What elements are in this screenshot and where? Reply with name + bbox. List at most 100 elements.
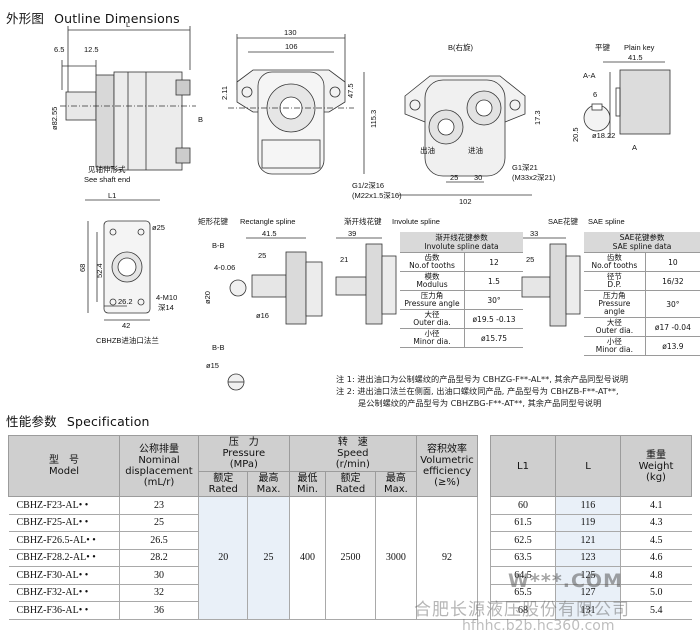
- dim-label: 130: [284, 28, 297, 37]
- dim-label: 106: [285, 42, 298, 51]
- dim-label: 2.11: [220, 86, 229, 100]
- watermark-url: hfhhc.b2b.hc360.com: [462, 618, 615, 634]
- involute-title-en: Involute spline: [392, 217, 440, 226]
- dim-label: 33: [530, 229, 538, 238]
- dim-label: ø16: [256, 311, 269, 320]
- flange-drawing: [85, 199, 160, 321]
- dim-label: (M22x1.5深16): [352, 191, 402, 200]
- note-line: 注 1: 进出油口为公制螺纹的产品型号为 CBHZG-F**-AL**, 其余产…: [336, 374, 629, 384]
- col-l1: L1: [490, 435, 556, 497]
- rect-spline-title-en: Rectangle spline: [240, 217, 295, 226]
- plain-key-drawing: [583, 61, 671, 138]
- watermark-domain: W***.COM: [508, 570, 623, 592]
- table-row: CBHZ-F23-AL• • 23 20 25 400 2500 3000 92…: [8, 496, 692, 620]
- dim-label: G1/2深16: [352, 181, 384, 190]
- dim-label: 4-0.06: [214, 263, 235, 272]
- dim-label: L: [126, 20, 130, 29]
- dim-label: 进油: [468, 145, 483, 155]
- col-l: L: [555, 435, 621, 497]
- dim-label: B(右旋): [448, 42, 473, 52]
- vol-eff-value: 92: [416, 496, 478, 620]
- dim-label: 102: [459, 197, 472, 206]
- dim-label: 47.5: [346, 83, 355, 98]
- dim-label: 41.5: [262, 229, 277, 238]
- press-rated-value: 20: [197, 496, 248, 620]
- note-line: 注 2: 进出油口法兰在侧面, 出油口螺纹同产品, 产品型号为 CBHZB-F*…: [336, 386, 619, 396]
- dim-label: 6: [593, 90, 597, 99]
- involute-spline-drawing: [335, 237, 397, 325]
- notes: 注 1: 进出油口为公制螺纹的产品型号为 CBHZG-F**-AL**, 其余产…: [336, 373, 700, 409]
- dim-label: B: [198, 115, 203, 124]
- flange-caption: CBHZB进油口法兰: [96, 335, 159, 345]
- dim-label: 39: [348, 229, 356, 238]
- front-view-drawing: [228, 34, 365, 175]
- dim-label: 68: [78, 264, 87, 272]
- dim-label: ø25: [152, 223, 165, 232]
- speed-rated-value: 2500: [325, 496, 376, 620]
- rear-view-drawing: [398, 75, 532, 196]
- rect-spline-drawing: [227, 237, 323, 391]
- dim-label: 26.2: [118, 297, 133, 306]
- outline-drawings: L 6.5 12.5 B ø82.55 见轴伸形式 See shaft end …: [50, 20, 671, 391]
- dim-label: 20.5: [571, 127, 580, 142]
- dim-label: 25: [526, 255, 534, 264]
- dim-label: L1: [108, 191, 116, 200]
- dim-label: 42: [122, 321, 130, 330]
- key-title-cn: 平键: [595, 42, 610, 52]
- dim-label: 21: [340, 255, 348, 264]
- dim-label: 115.3: [369, 110, 378, 128]
- sae-title-en: SAE spline: [588, 217, 625, 226]
- dim-label: 12.5: [84, 45, 99, 54]
- dim-label: A-A: [583, 71, 596, 80]
- dim-label: 4-M10: [156, 293, 177, 302]
- dim-label: 见轴伸形式: [88, 164, 126, 174]
- speed-min-value: 400: [288, 496, 326, 620]
- dim-label: 52.4: [95, 263, 104, 278]
- note-line: 是公制螺纹的产品型号为 CBHZBG-F**-AT**, 其余产品同型号说明: [358, 398, 602, 408]
- dim-label: See shaft end: [84, 175, 130, 184]
- col-gap: [477, 435, 491, 497]
- key-title-en: Plain key: [624, 43, 655, 52]
- dim-label: ø15: [206, 361, 219, 370]
- dim-label: B-B: [212, 343, 225, 352]
- sae-spline-drawing: [521, 237, 581, 327]
- dim-label: 25: [258, 251, 266, 260]
- side-view-drawing: [60, 26, 196, 171]
- dim-label: 深14: [158, 303, 174, 312]
- dim-label: 出油: [420, 145, 435, 155]
- involute-title-cn: 渐开线花键: [344, 216, 382, 226]
- dim-label: (M33x2深21): [512, 173, 556, 182]
- dim-label: B-B: [212, 241, 225, 250]
- dim-label: 6.5: [54, 45, 64, 54]
- dim-label: ø82.55: [50, 107, 59, 130]
- dim-label: G1深21: [512, 163, 538, 172]
- dim-label: A: [632, 143, 637, 152]
- dim-label: 30: [474, 173, 482, 182]
